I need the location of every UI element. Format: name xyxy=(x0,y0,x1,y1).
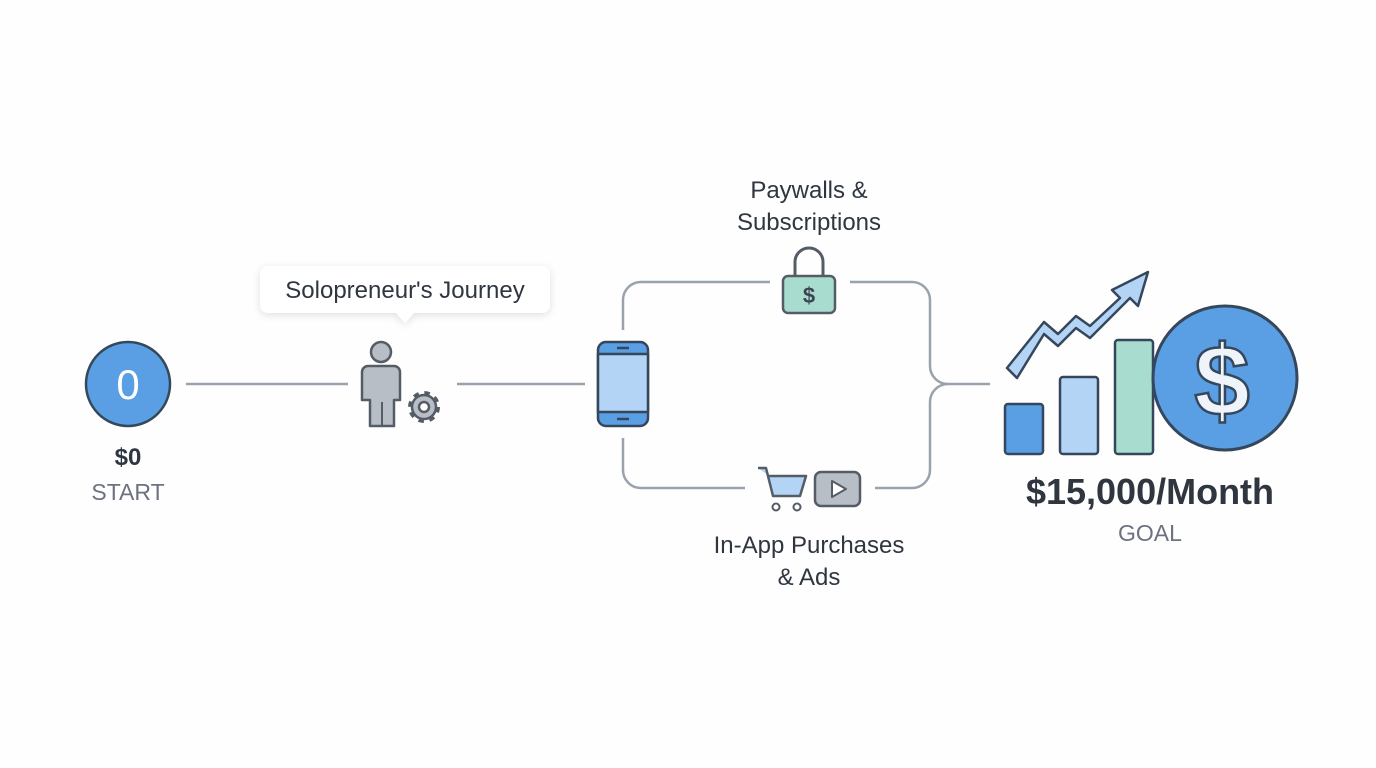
growth-bar xyxy=(1058,375,1100,456)
tooltip-text: Solopreneur's Journey xyxy=(285,277,524,304)
journey-tooltip: Solopreneur's Journey xyxy=(260,266,550,323)
start-caption: START xyxy=(91,479,164,505)
goal-caption: GOAL xyxy=(1118,520,1182,546)
branch-line-top xyxy=(850,280,990,386)
growth-bar xyxy=(1003,402,1045,456)
goal-amount: $15,000/Month xyxy=(1026,471,1274,512)
start-node: 0 $0 START xyxy=(84,340,172,505)
branch-line-bottom xyxy=(875,382,949,490)
start-circle xyxy=(84,340,172,428)
gear-icon xyxy=(408,391,440,423)
growth-bar xyxy=(1113,338,1155,456)
growth-chart-icon xyxy=(1003,270,1155,456)
purchases-label-line1: In-App Purchases xyxy=(714,532,905,559)
paywalls-label-line2: Subscriptions xyxy=(737,209,881,236)
branch-line-bottom xyxy=(621,438,745,490)
paywalls-label-line1: Paywalls & xyxy=(750,177,867,204)
purchases-label-line2: & Ads xyxy=(778,564,841,591)
person-gear-icon xyxy=(360,340,440,428)
cart-icon xyxy=(758,466,808,512)
svg-text:$: $ xyxy=(803,283,815,308)
branch-line-top xyxy=(621,280,770,330)
start-amount: $0 xyxy=(115,444,142,471)
lock-dollar-icon: $ xyxy=(781,246,837,315)
play-icon xyxy=(813,470,862,508)
phone-icon xyxy=(596,340,650,428)
start-circle-label: 0 xyxy=(116,361,139,408)
coin-symbol: $ xyxy=(1194,325,1250,437)
dollar-coin-icon: $ xyxy=(1151,304,1299,452)
trend-arrow-icon xyxy=(1005,270,1150,380)
